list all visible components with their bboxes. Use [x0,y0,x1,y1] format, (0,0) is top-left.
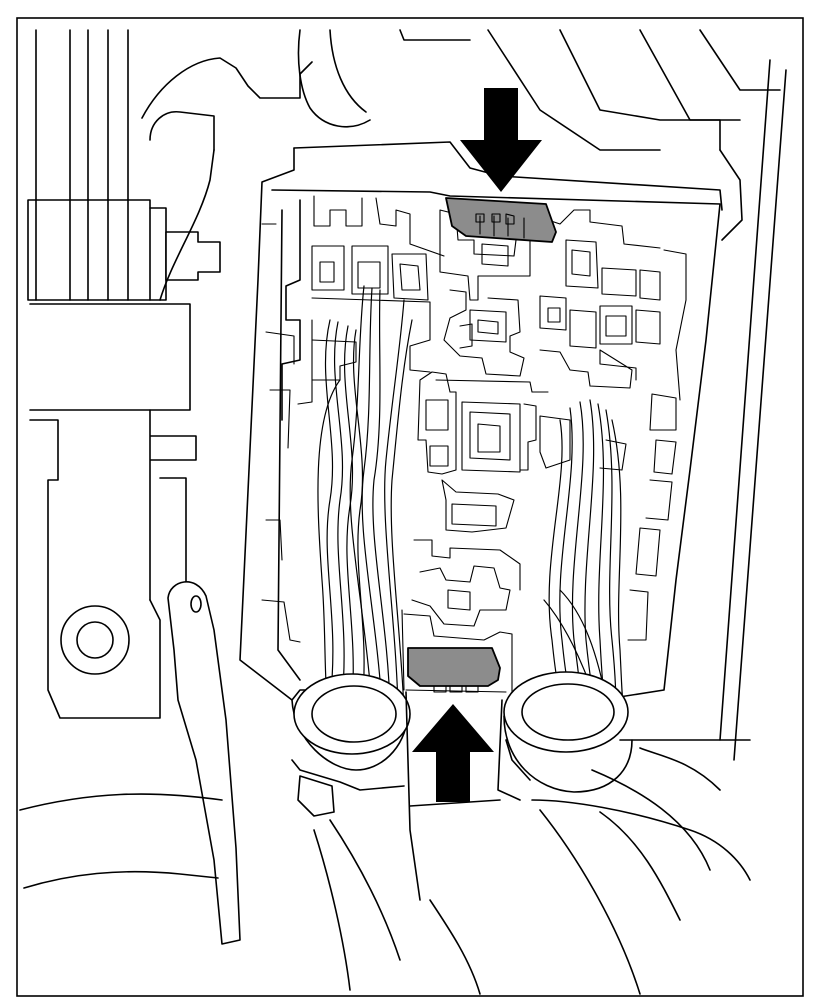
upper-duct [141,29,371,301]
left-wire-harness [317,285,413,711]
junction-block [239,141,723,701]
left-grommet [291,673,411,991]
dash-panel [399,29,787,871]
arrow-up-icon [412,704,494,802]
figure-frame [16,17,804,997]
arrow-down-icon [460,88,542,192]
right-wire-harness [543,399,625,719]
top-connector [445,197,557,243]
steering-column [19,29,241,945]
right-grommet [503,671,751,881]
bottom-connector [407,647,501,693]
lower-harness-lines [405,691,681,995]
